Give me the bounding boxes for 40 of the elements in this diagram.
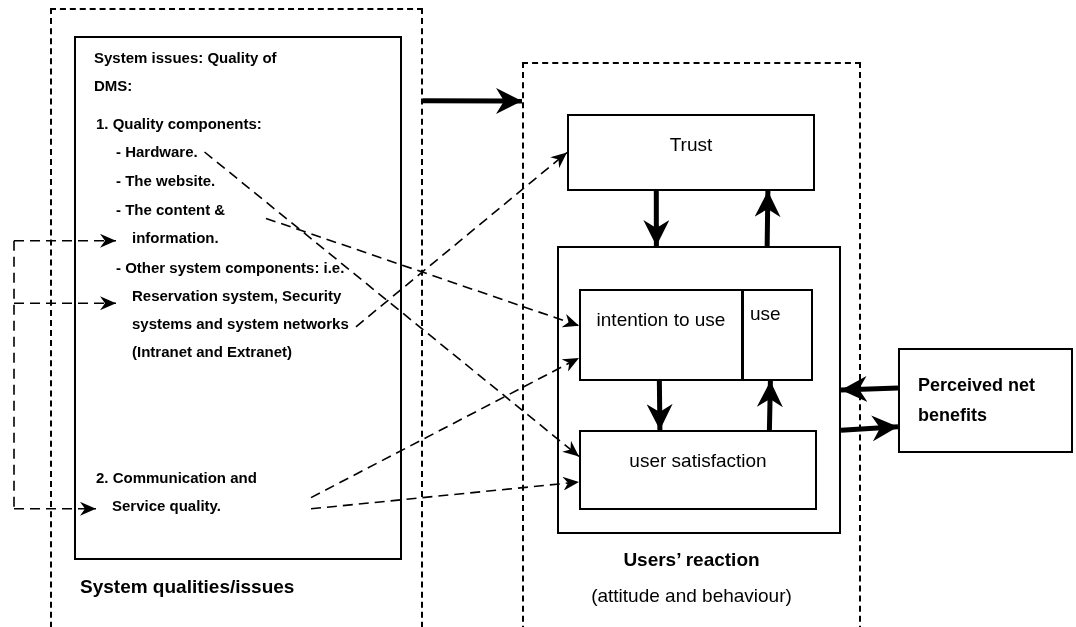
group-title: Users’ reaction	[623, 548, 760, 572]
list-item: - The website.	[116, 167, 216, 195]
thick-arrow	[840, 415, 899, 442]
process-box	[579, 289, 743, 381]
list-item: - Other system components: i.e. Reservation system, Security systems and system networks (Intranet and Extranet)	[116, 254, 356, 366]
process-box	[742, 289, 813, 381]
dashed-arrow	[13, 233, 117, 248]
process-box	[898, 348, 1073, 453]
process-box	[579, 430, 817, 510]
thick-arrow	[646, 380, 673, 431]
dashed-arrow	[310, 357, 580, 499]
dashed-arrow	[13, 501, 97, 516]
dashed-arrow	[355, 151, 568, 328]
list-item: 2. Communication and Service quality.	[96, 464, 311, 520]
connector-line	[13, 240, 15, 510]
dashed-arrow	[265, 217, 580, 328]
list-item: - The content & information.	[116, 196, 266, 252]
process-box	[74, 36, 402, 560]
thick-arrow	[840, 376, 899, 403]
group-subtitle: (attitude and behaviour)	[591, 584, 792, 608]
dashed-arrow	[310, 476, 580, 510]
dashed-group-frame	[522, 62, 861, 627]
thick-arrow	[756, 380, 783, 431]
thick-arrow	[423, 87, 522, 114]
box-heading: System issues: Quality of DMS:	[94, 48, 278, 96]
box-label: use	[750, 303, 781, 325]
dashed-group-frame	[50, 8, 423, 627]
box-label: Perceived net benefits	[918, 374, 1037, 427]
thick-arrow	[754, 190, 781, 247]
process-box	[557, 246, 841, 534]
dashed-arrow	[203, 151, 580, 458]
dashed-arrow	[13, 296, 117, 311]
list-item: 1. Quality components:	[96, 110, 262, 138]
list-item: - Hardware.	[116, 138, 205, 166]
box-label: user satisfaction	[629, 449, 767, 473]
process-box	[567, 114, 815, 191]
group-title: System qualities/issues	[80, 576, 295, 598]
box-label: Trust	[669, 133, 713, 157]
box-label: intention to use	[596, 308, 726, 332]
thick-arrow	[643, 191, 670, 246]
